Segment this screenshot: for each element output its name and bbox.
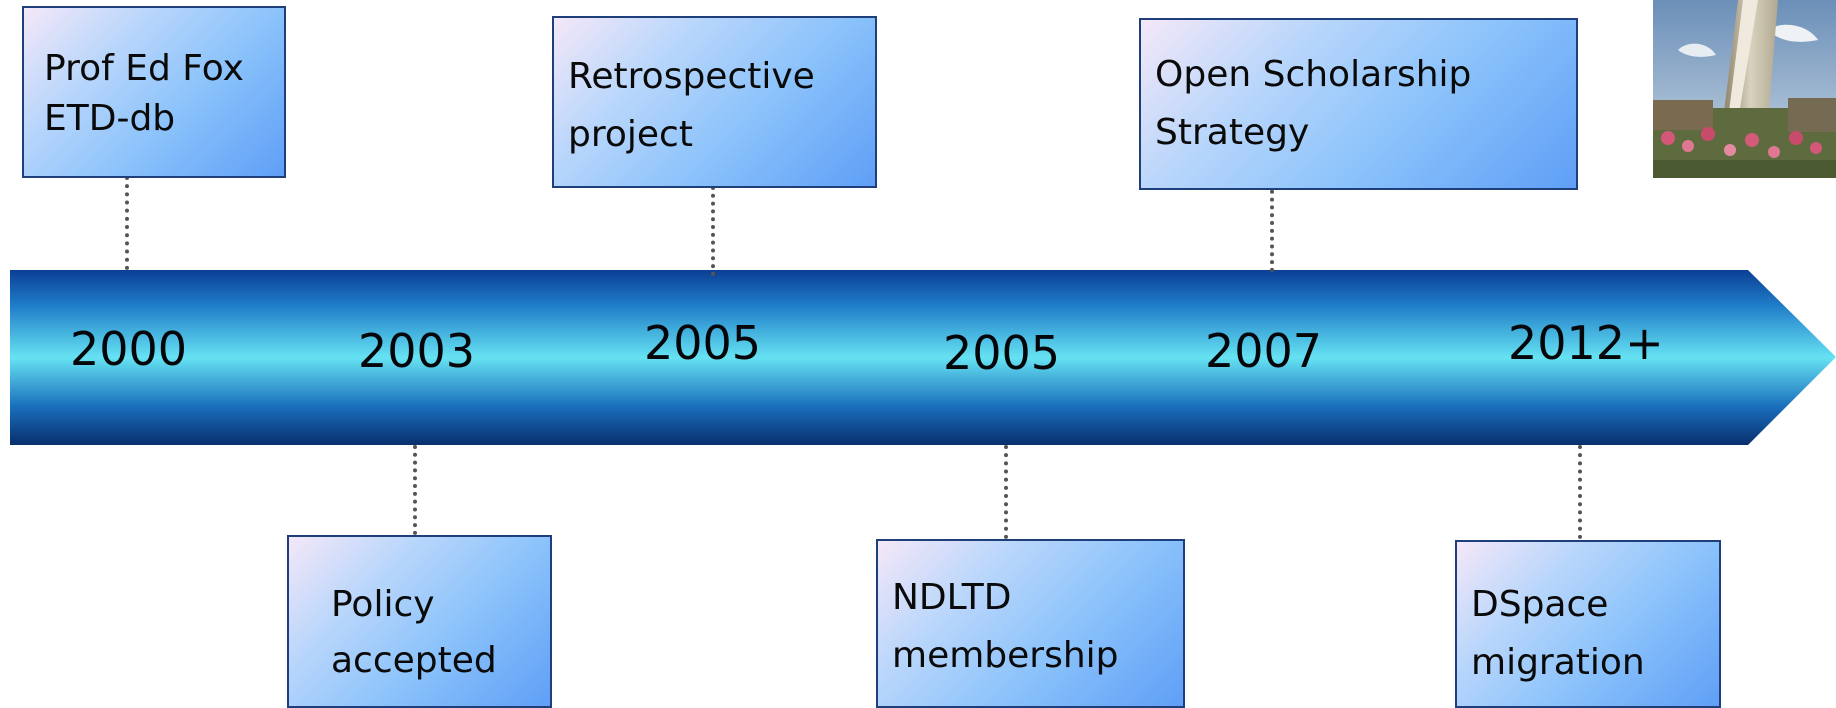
connector-2005-ndltd — [1004, 445, 1008, 539]
event-box-2003: Policy accepted — [287, 535, 552, 708]
timeline-arrow-body — [10, 270, 1836, 445]
year-label-2007: 2007 — [1205, 324, 1323, 378]
year-label-2000: 2000 — [70, 322, 188, 376]
connector-2005-retrospective — [711, 186, 715, 276]
connector-2003 — [413, 445, 417, 535]
year-label-2003: 2003 — [358, 324, 476, 378]
year-label-2005-ndltd: 2005 — [943, 326, 1061, 380]
year-label-2012: 2012+ — [1508, 316, 1664, 370]
building-photo-icon — [1648, 0, 1836, 178]
connector-2012 — [1578, 445, 1582, 539]
event-box-2000: Prof Ed Fox ETD-db — [22, 6, 286, 178]
connector-2007 — [1270, 182, 1274, 272]
year-label-2005-retrospective: 2005 — [644, 316, 762, 370]
event-box-2005-ndltd: NDLTD membership — [876, 539, 1185, 708]
event-box-2012: DSpace migration — [1455, 540, 1721, 708]
connector-2000 — [125, 176, 129, 270]
event-box-2005-retrospective: Retrospective project — [552, 16, 877, 188]
event-box-2007: Open Scholarship Strategy — [1139, 18, 1578, 190]
